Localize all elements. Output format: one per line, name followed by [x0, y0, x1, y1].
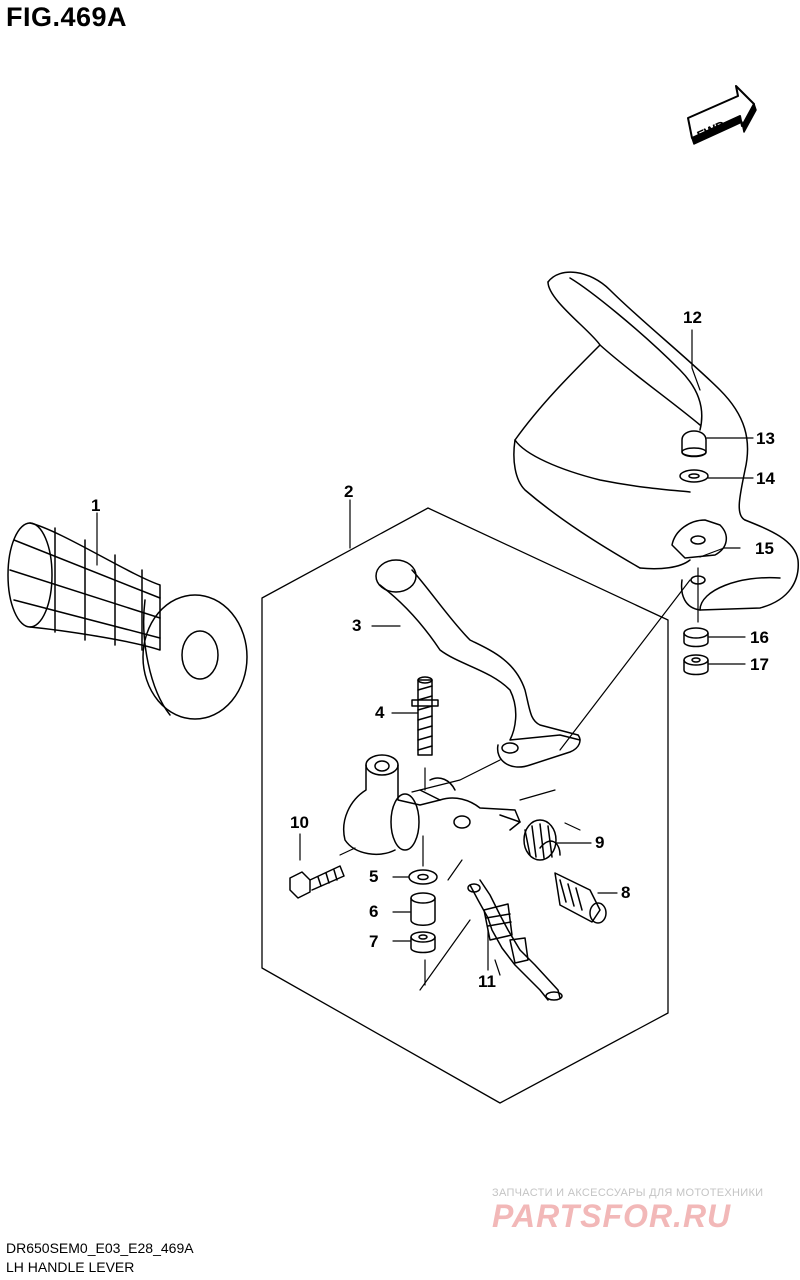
small-washer-part — [408, 869, 438, 885]
assembly-frame — [261, 507, 669, 1104]
watermark-logo: PARTSFOR.RU — [492, 1198, 732, 1234]
stud-bolt-part — [411, 676, 439, 756]
spacer-part — [410, 892, 436, 926]
cable-adjuster-part — [554, 872, 607, 924]
fwd-arrow-icon: FWD — [687, 85, 757, 145]
part-number-2: 2 — [344, 482, 354, 501]
part-number-5: 5 — [369, 867, 379, 886]
clutch-cable-part — [467, 879, 563, 1001]
watermark-tagline: ЗАПЧАСТИ И АКСЕССУАРЫ ДЛЯ МОТОТЕХНИКИ — [492, 1187, 764, 1199]
part-number-3: 3 — [352, 616, 362, 635]
part-number-4: 4 — [375, 703, 385, 722]
part-number-1: 1 — [91, 496, 101, 515]
lever-holder-part — [343, 754, 521, 856]
part-number-10: 10 — [290, 813, 309, 832]
part-number-11: 11 — [478, 972, 496, 991]
cap-nut-part — [681, 430, 707, 458]
part-number-6: 6 — [369, 902, 379, 921]
grip-part — [7, 522, 248, 720]
figure-name: LH HANDLE LEVER — [6, 1259, 135, 1275]
nut-part — [683, 654, 709, 676]
part-number-17: 17 — [750, 655, 769, 674]
hand-guard-part — [513, 271, 799, 611]
collar-nut-part — [683, 627, 709, 648]
figure-title: FIG.469A — [6, 2, 128, 32]
leader-lines — [96, 329, 754, 991]
part-number-16: 16 — [750, 628, 769, 647]
part-number-15: 15 — [755, 539, 774, 558]
part-number-13: 13 — [756, 429, 775, 448]
part-number-9: 9 — [595, 833, 605, 852]
lever-nut-part — [410, 931, 436, 954]
part-number-12: 12 — [683, 308, 702, 327]
part-number-8: 8 — [621, 883, 631, 902]
bolt-part — [289, 865, 345, 899]
adjuster-cap-part — [523, 819, 561, 861]
clutch-lever-part — [375, 559, 581, 768]
part-number-7: 7 — [369, 932, 379, 951]
figure-code: DR650SEM0_E03_E28_469A — [6, 1240, 194, 1256]
washer-part — [679, 469, 709, 483]
part-number-14: 14 — [756, 469, 775, 488]
